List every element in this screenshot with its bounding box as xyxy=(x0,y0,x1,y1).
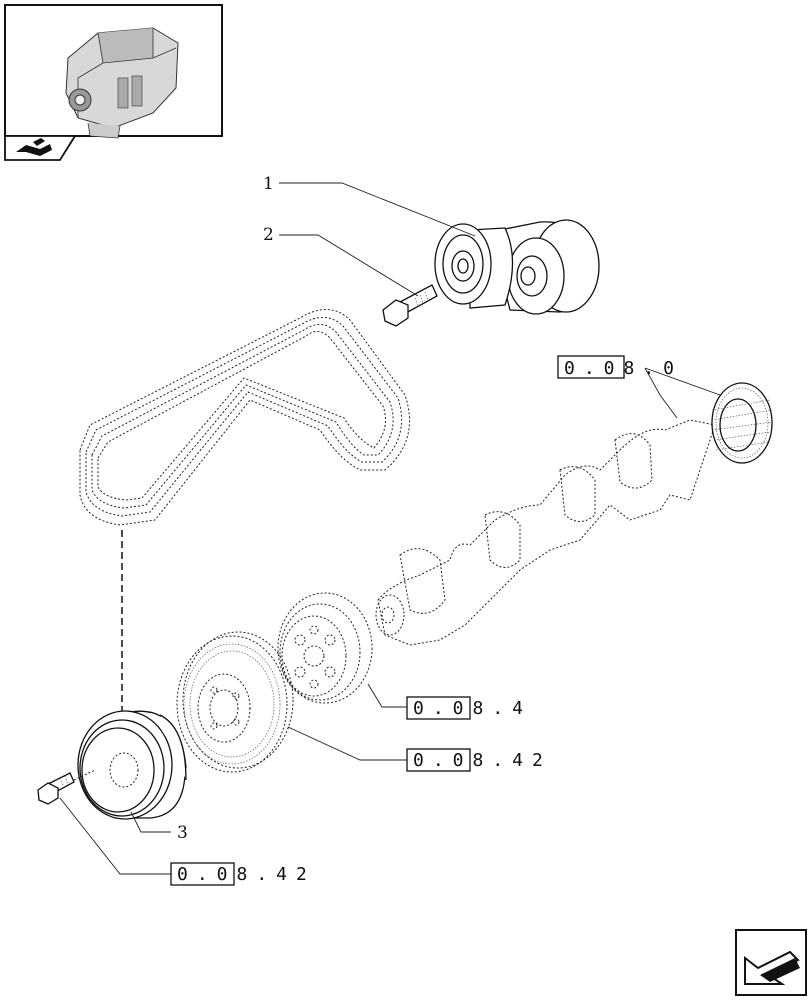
ref-label-damper: 0.08.4 xyxy=(413,698,532,719)
ref-box-damper[interactable]: 0.08.4 xyxy=(406,696,532,720)
vibration-damper-disc xyxy=(176,631,294,773)
thumbnail-nav-tab[interactable] xyxy=(4,135,77,161)
ref-box-pulley-bolt[interactable]: 0.08.42 xyxy=(170,862,316,886)
crankshaft xyxy=(375,419,716,646)
belt-tensioner[interactable] xyxy=(434,219,600,315)
callout-3: 3 xyxy=(177,823,188,843)
pulley-bolt[interactable] xyxy=(37,772,75,805)
book-arrow-icon xyxy=(16,138,52,156)
poly-v-belt xyxy=(79,309,410,526)
engine-thumbnail[interactable] xyxy=(4,4,223,139)
callout-1: 1 xyxy=(263,174,274,194)
leader-lines xyxy=(59,182,721,875)
next-page-button[interactable] xyxy=(735,929,807,996)
viscous-damper xyxy=(277,592,373,704)
callout-2: 2 xyxy=(263,225,274,245)
tensioner-bolt[interactable] xyxy=(382,284,438,327)
ref-label-pulley-bolt: 0.08.42 xyxy=(177,864,316,885)
crankshaft-gear xyxy=(711,382,773,464)
ref-label-disc: 0.08.42 xyxy=(413,750,552,771)
crankshaft-pulley[interactable] xyxy=(77,710,187,820)
engine-icon xyxy=(65,27,179,139)
arrow-icon xyxy=(744,950,800,985)
ref-box-gear[interactable]: 0.08.0 xyxy=(557,355,683,379)
ref-box-disc[interactable]: 0.08.42 xyxy=(406,748,552,772)
ref-label-gear: 0.08.0 xyxy=(564,358,683,379)
